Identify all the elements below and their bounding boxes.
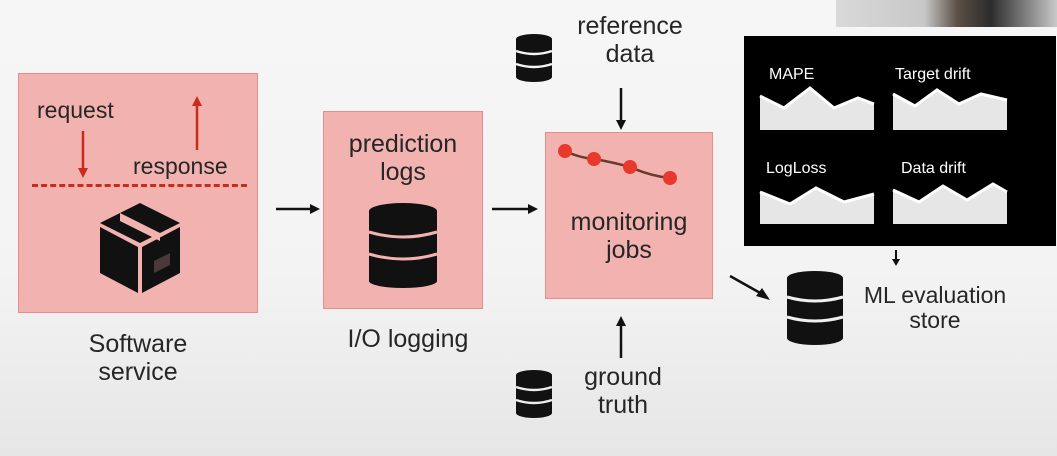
ground-truth-label: ground truth (584, 363, 662, 419)
metric-sparkline-data-drift (892, 182, 1008, 224)
response-arrow (192, 96, 202, 150)
evaluation-store-database-icon (786, 271, 844, 345)
reference-data-database-icon (515, 34, 553, 82)
metric-target-drift-title: Target drift (895, 66, 971, 83)
package-box-icon (100, 203, 180, 293)
webcam-overlay (836, 0, 1057, 27)
metric-logloss-title: LogLoss (766, 160, 827, 177)
metric-sparkline-mape (759, 86, 875, 130)
metric-sparkline-logloss (759, 186, 875, 224)
reference-data-label: reference data (577, 12, 683, 68)
monitoring-jobs-box (545, 132, 713, 299)
monitoring-jobs-label: monitoring jobs (570, 208, 688, 264)
arrow-logs-to-monitoring (492, 204, 538, 214)
arrow-groundtruth-to-monitoring (616, 316, 626, 358)
metric-mape-title: MAPE (769, 66, 815, 83)
io-logging-caption: I/O logging (347, 325, 469, 353)
request-response-divider (32, 184, 247, 187)
arrow-monitoring-to-store (729, 274, 770, 300)
response-label: response (133, 153, 228, 179)
database-icon (368, 203, 438, 288)
arrow-service-to-logs (276, 204, 320, 214)
request-label: request (37, 97, 114, 123)
software-service-caption: Software service (88, 330, 188, 386)
prediction-logs-label: prediction logs (348, 130, 458, 186)
evaluation-store-label: ML evaluation store (863, 282, 1007, 333)
ground-truth-database-icon (515, 370, 553, 418)
metric-data-drift-title: Data drift (901, 160, 966, 177)
request-arrow (78, 131, 88, 178)
arrow-panel-to-store (892, 250, 900, 266)
metric-sparkline-target-drift (892, 88, 1008, 130)
arrow-reference-to-monitoring (616, 88, 626, 130)
pipeline-nodes-icon (558, 144, 677, 185)
